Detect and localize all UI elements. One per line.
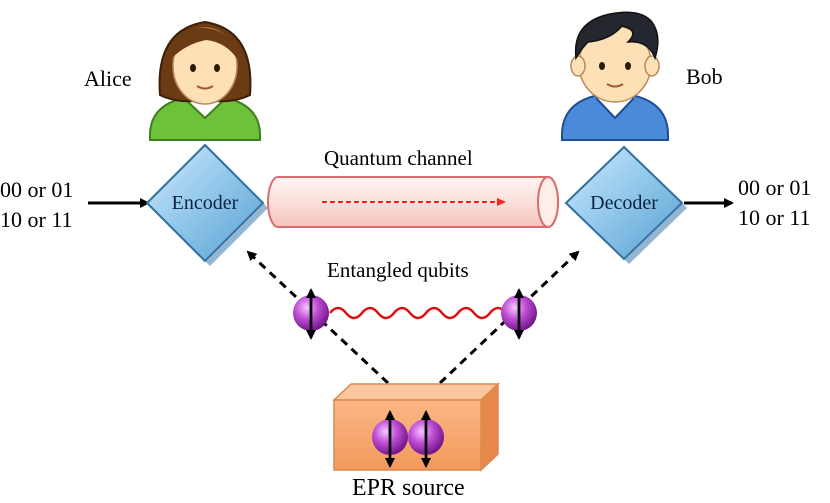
bob-avatar — [561, 11, 669, 141]
output-bits-line-1: 00 or 01 — [738, 175, 812, 200]
encoder-diamond: Encoder — [145, 143, 268, 266]
epr-source-label: EPR source — [352, 475, 465, 501]
epr-to-decoder-link — [438, 250, 580, 385]
decoder-diamond: Decoder — [564, 145, 687, 264]
epr-qubit-right — [408, 410, 444, 468]
input-bits-line-2: 10 or 11 — [0, 207, 73, 232]
decoder-label: Decoder — [590, 192, 658, 214]
qubit-right — [501, 288, 537, 340]
input-bits: 00 or 01 10 or 11 — [0, 175, 73, 235]
quantum-channel-tube — [267, 176, 559, 228]
encoder-label: Encoder — [172, 192, 239, 214]
output-bits: 00 or 01 10 or 11 — [738, 173, 811, 233]
epr-source-box — [332, 382, 500, 472]
bob-label: Bob — [686, 64, 723, 89]
quantum-channel-label: Quantum channel — [324, 146, 473, 170]
entangled-qubits-label: Entangled qubits — [327, 258, 469, 282]
input-bits-line-1: 00 or 01 — [0, 177, 74, 202]
output-bits-line-2: 10 or 11 — [738, 205, 811, 230]
entanglement-wave — [329, 306, 507, 320]
epr-to-encoder-link — [246, 250, 390, 385]
qubit-left — [293, 288, 329, 340]
alice-avatar — [149, 20, 261, 141]
alice-label: Alice — [84, 66, 132, 91]
epr-qubit-left — [372, 410, 408, 468]
